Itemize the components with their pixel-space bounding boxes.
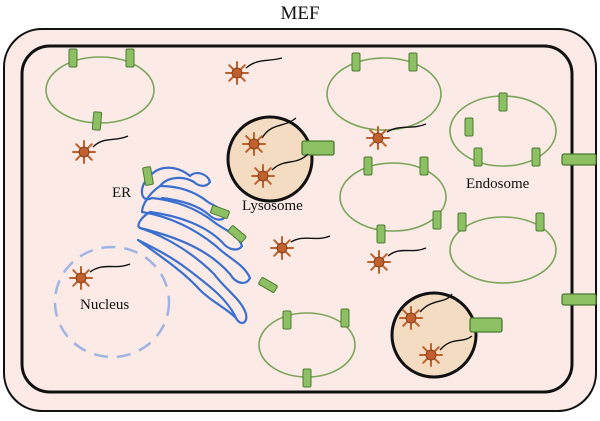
ligand-molecule: [366, 123, 427, 150]
receptor: [376, 224, 386, 244]
nucleus-label: Nucleus: [80, 297, 130, 313]
receptor: [227, 225, 247, 243]
receptor: [464, 117, 474, 137]
ligand-tail: [92, 135, 129, 148]
ligand-tail: [386, 123, 427, 133]
ligand-body: [425, 349, 437, 361]
membrane-receptor: [561, 153, 597, 166]
lysosome-receptor: [469, 317, 503, 333]
endosome-label: Endosome: [466, 176, 530, 192]
ligand-molecule: [367, 247, 427, 274]
ligand-tail: [245, 57, 283, 69]
receptor: [363, 156, 373, 176]
cell-type-title: MEF: [280, 3, 320, 24]
ligand-tail: [290, 235, 331, 243]
ligand-molecule: [69, 263, 131, 290]
ligand-molecule: [242, 117, 297, 156]
vesicle: [449, 216, 557, 284]
ligand-molecule: [270, 235, 331, 260]
receptor: [282, 310, 292, 330]
lysosome-receptor: [301, 140, 335, 156]
receptor: [419, 156, 429, 176]
ligand-tail: [387, 247, 427, 257]
ligand-tail: [419, 293, 453, 313]
ligand-body: [257, 170, 269, 182]
receptor: [340, 308, 350, 328]
ligand-body: [231, 67, 243, 79]
ligand-body: [75, 272, 87, 284]
ligand-molecule: [419, 335, 473, 367]
receptor: [408, 52, 418, 72]
lysosome-label: Lysosome: [242, 198, 303, 214]
ligand-tail: [89, 263, 131, 273]
receptor: [258, 277, 278, 293]
ligand-body: [276, 242, 288, 254]
receptor: [351, 52, 361, 72]
cell-inner-membrane: [20, 44, 574, 394]
receptor: [498, 92, 508, 112]
ligand-molecule: [251, 153, 309, 188]
membrane-receptor: [561, 293, 597, 306]
receptor: [432, 210, 442, 230]
ligand-body: [373, 256, 385, 268]
vesicle: [339, 162, 447, 232]
receptor: [302, 368, 312, 388]
ligand-tail: [271, 153, 309, 171]
receptor: [535, 212, 545, 232]
ligand-body: [248, 138, 260, 150]
receptor: [457, 212, 467, 232]
receptor: [531, 147, 541, 167]
nucleus-envelope: [53, 245, 171, 359]
receptor: [210, 205, 230, 219]
receptor: [125, 48, 135, 68]
lysosome: [390, 291, 478, 379]
ligand-molecule: [399, 293, 453, 330]
receptor: [142, 166, 154, 186]
receptor: [91, 111, 103, 131]
ligand-body: [405, 312, 417, 324]
ligand-tail: [261, 117, 297, 139]
vesicle: [326, 57, 442, 131]
ligand-body: [372, 132, 384, 144]
er-label: ER: [112, 185, 132, 201]
ligand-body: [78, 146, 90, 158]
receptor: [68, 48, 78, 68]
ligand-molecule: [225, 57, 283, 85]
ligand-tail: [439, 335, 473, 351]
receptor: [473, 147, 483, 167]
ligand-molecule: [72, 135, 129, 164]
